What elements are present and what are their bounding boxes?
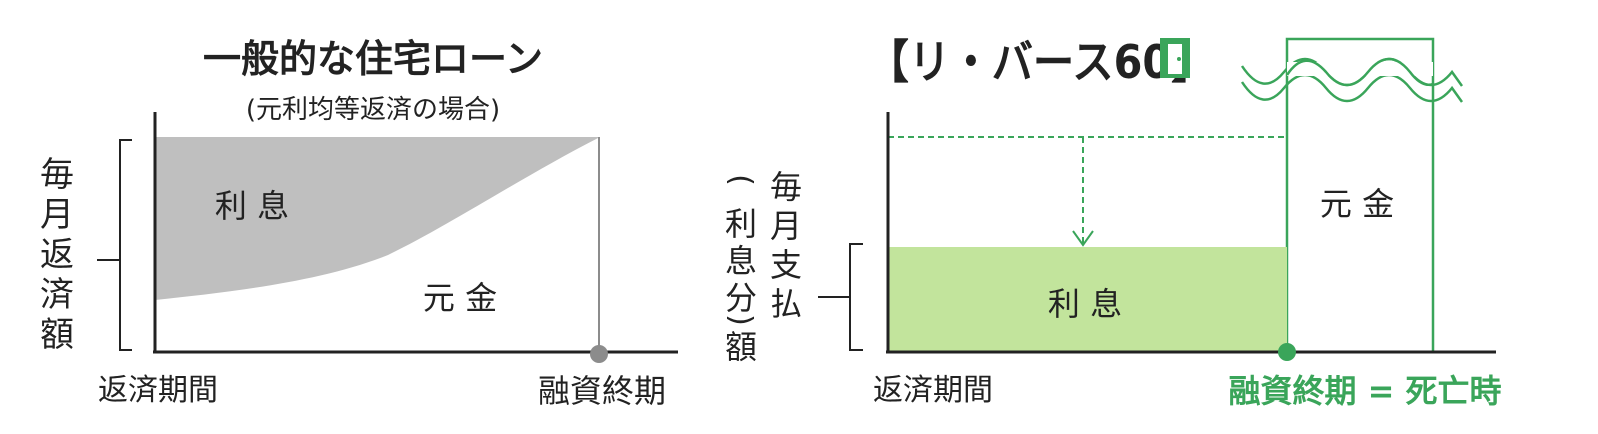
right-x-end-label: 融資終期 = 死亡時	[1228, 372, 1501, 410]
break-wave-upper-edge	[1285, 57, 1434, 87]
right-ylabel-char: 支	[770, 246, 802, 284]
right-ylabel-char: 払	[770, 285, 802, 323]
right-bracket	[818, 243, 863, 351]
door-icon	[1160, 38, 1190, 78]
left-x-end-label: 融資終期	[538, 372, 666, 410]
right-principal-label: 元 金	[1320, 185, 1394, 223]
left-ylabel-char: 額	[40, 315, 74, 355]
left-x-start-label: 返済期間	[98, 373, 218, 408]
right-y-label: 毎 月 支 払 ( 利 息 分 ) 額	[723, 168, 802, 366]
right-ylabel-char: (	[723, 174, 758, 186]
right-principal-box	[1285, 37, 1435, 354]
break-wave-lower	[1240, 73, 1464, 103]
reduction-arrow-head	[1072, 230, 1094, 247]
break-gap	[1287, 62, 1433, 76]
right-x-start-label: 返済期間	[873, 373, 993, 408]
right-interest-area	[888, 247, 1287, 352]
right-ylabel-char: 分	[725, 279, 757, 317]
right-interest-label: 利 息	[1048, 285, 1122, 323]
left-interest-area	[155, 137, 600, 300]
right-term-end-marker	[1278, 343, 1296, 361]
left-ylabel-char: 毎	[40, 155, 74, 195]
left-diagram: 一般的な住宅ローン (元利均等返済の場合) 毎 月 返 済 額 利 息 元 金 …	[40, 37, 678, 410]
left-y-label: 毎 月 返 済 額	[40, 155, 74, 355]
left-term-end-marker	[590, 345, 608, 363]
left-interest-label: 利 息	[215, 187, 289, 225]
brand-text: 【リ・バース60】	[868, 35, 1213, 89]
left-ylabel-char: 済	[40, 275, 74, 315]
left-subtitle: (元利均等返済の場合)	[246, 95, 500, 125]
right-diagram: 【リ・バース60】 毎 月	[723, 35, 1502, 410]
left-bracket	[97, 139, 132, 351]
right-ylabel-char: 利	[725, 205, 757, 243]
right-ylabel-char: 息	[725, 242, 757, 280]
right-ylabel-char: 額	[725, 328, 757, 366]
left-ylabel-char: 返	[40, 235, 74, 275]
left-ylabel-char: 月	[40, 195, 74, 235]
left-principal-label: 元 金	[423, 279, 497, 317]
reverse60-logo: 【リ・バース60】	[868, 35, 1213, 89]
right-ylabel-char: 月	[770, 207, 802, 245]
left-title: 一般的な住宅ローン	[203, 37, 543, 81]
right-ylabel-char: 毎	[770, 168, 802, 206]
right-ylabel-char: )	[723, 314, 758, 326]
